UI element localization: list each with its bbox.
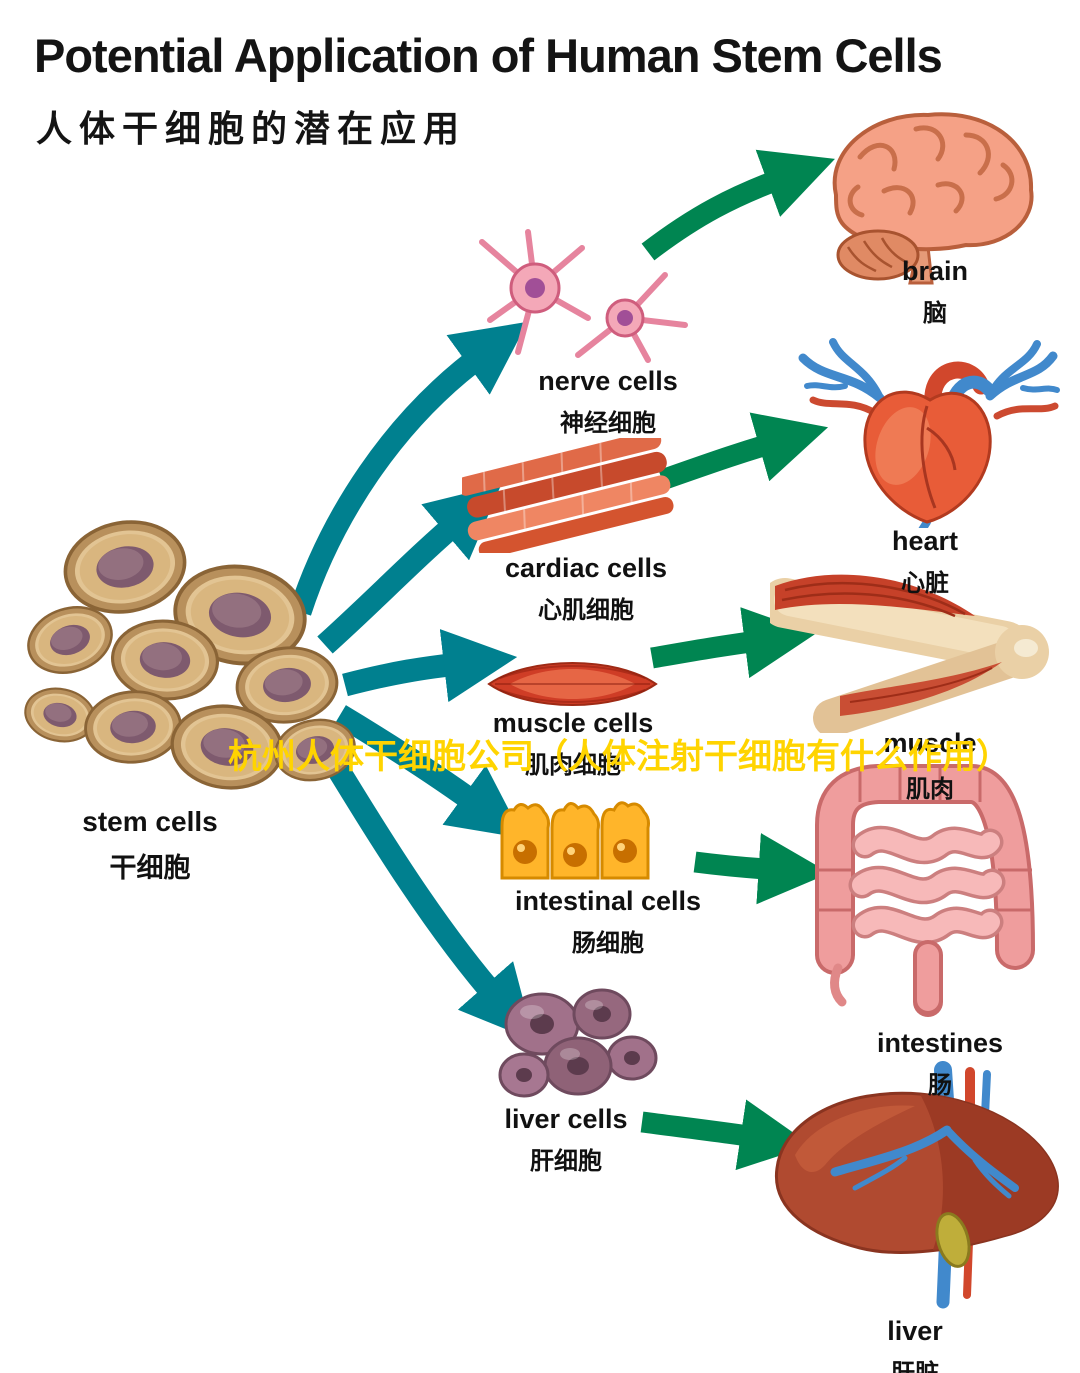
arrow-stem-to-intestinal-cells: [334, 705, 524, 839]
liver-cells-illustration: [490, 980, 660, 1105]
brain-label-en: brain: [901, 256, 969, 286]
intestinal-cells-illustration: [490, 788, 670, 886]
liver-label-en: liver: [887, 1316, 943, 1346]
intestines-label: intestines 肠: [877, 1028, 1003, 1100]
intestines-label-en: intestines: [876, 1028, 1004, 1058]
liver-label-zh: 肝脏: [887, 1353, 943, 1373]
intestinal-cells-label-zh: 肠细胞: [571, 930, 644, 957]
liver-cells-label-zh: 肝细胞: [529, 1148, 602, 1175]
brain-label-zh: 脑: [922, 300, 947, 327]
arrow-stem-to-cardiac-cells: [317, 484, 502, 654]
nerve-cells-illustration: [460, 220, 695, 370]
muscle-cells-illustration: [485, 648, 660, 720]
watermark-text: 杭州人体干细胞公司（人体注射干细胞有什么作用）: [228, 738, 1010, 776]
intestines-label-zh: 肠: [927, 1072, 952, 1099]
nerve-cells-label-en: nerve cells: [538, 366, 678, 396]
intestinal-cells-label-en: intestinal cells: [514, 886, 702, 916]
heart-illustration: [785, 328, 1070, 528]
heart-label-zh: 心脏: [901, 570, 949, 597]
intestinal-cells-label: intestinal cells 肠细胞: [515, 886, 701, 958]
muscle-cells-label-en: muscle cells: [492, 708, 654, 738]
muscle-cells-label-zh: 肌肉细胞: [524, 752, 621, 779]
arrow-stem-to-liver-cells: [315, 742, 534, 1041]
liver-label: liver 肝脏: [887, 1316, 943, 1373]
nerve-cells-label-zh: 神经细胞: [559, 410, 656, 437]
muscle-label-zh: 肌肉: [906, 776, 954, 803]
page-subtitle: 人体干细胞的潜在应用: [36, 108, 467, 149]
nerve-cells-label: nerve cells 神经细胞: [538, 366, 678, 438]
heart-label: heart 心脏: [892, 526, 958, 598]
stem-cells-label: stem cells 干细胞: [82, 806, 217, 885]
arrow-musclecells-to-muscle: [650, 607, 816, 679]
cardiac-cells-label-en: cardiac cells: [504, 553, 668, 583]
liver-cells-label: liver cells 肝细胞: [504, 1104, 627, 1176]
arrow-livercells-to-liver: [640, 1099, 812, 1171]
stem-cells-label-zh: 干细胞: [109, 853, 191, 883]
intestines-illustration: [790, 750, 1060, 1020]
muscle-label-en: muscle: [883, 728, 977, 758]
stem-cells-label-en: stem cells: [82, 806, 218, 837]
arrow-stem-to-muscle-cells: [342, 628, 518, 703]
muscle-organ-illustration: [770, 568, 1080, 733]
arrow-nerve-to-brain: [641, 149, 835, 261]
arrow-stem-to-nerve-cells: [289, 321, 528, 616]
cardiac-cells-illustration: [462, 438, 677, 553]
liver-cells-label-en: liver cells: [504, 1104, 628, 1134]
cardiac-cells-label: cardiac cells 心肌细胞: [505, 553, 667, 625]
cardiac-cells-label-zh: 心肌细胞: [538, 597, 634, 624]
liver-organ-illustration: [765, 1060, 1070, 1315]
muscle-label: muscle 肌肉: [883, 728, 976, 804]
page-title: Potential Application of Human Stem Cell…: [34, 29, 943, 82]
brain-label: brain 脑: [902, 256, 968, 328]
heart-label-en: heart: [891, 526, 959, 556]
brain-illustration: [798, 95, 1053, 295]
arrow-intestinalcells-to-intestines: [693, 833, 830, 905]
arrow-cardiac-to-heart: [658, 412, 829, 490]
muscle-cells-label: muscle cells 肌肉细胞: [493, 708, 654, 780]
